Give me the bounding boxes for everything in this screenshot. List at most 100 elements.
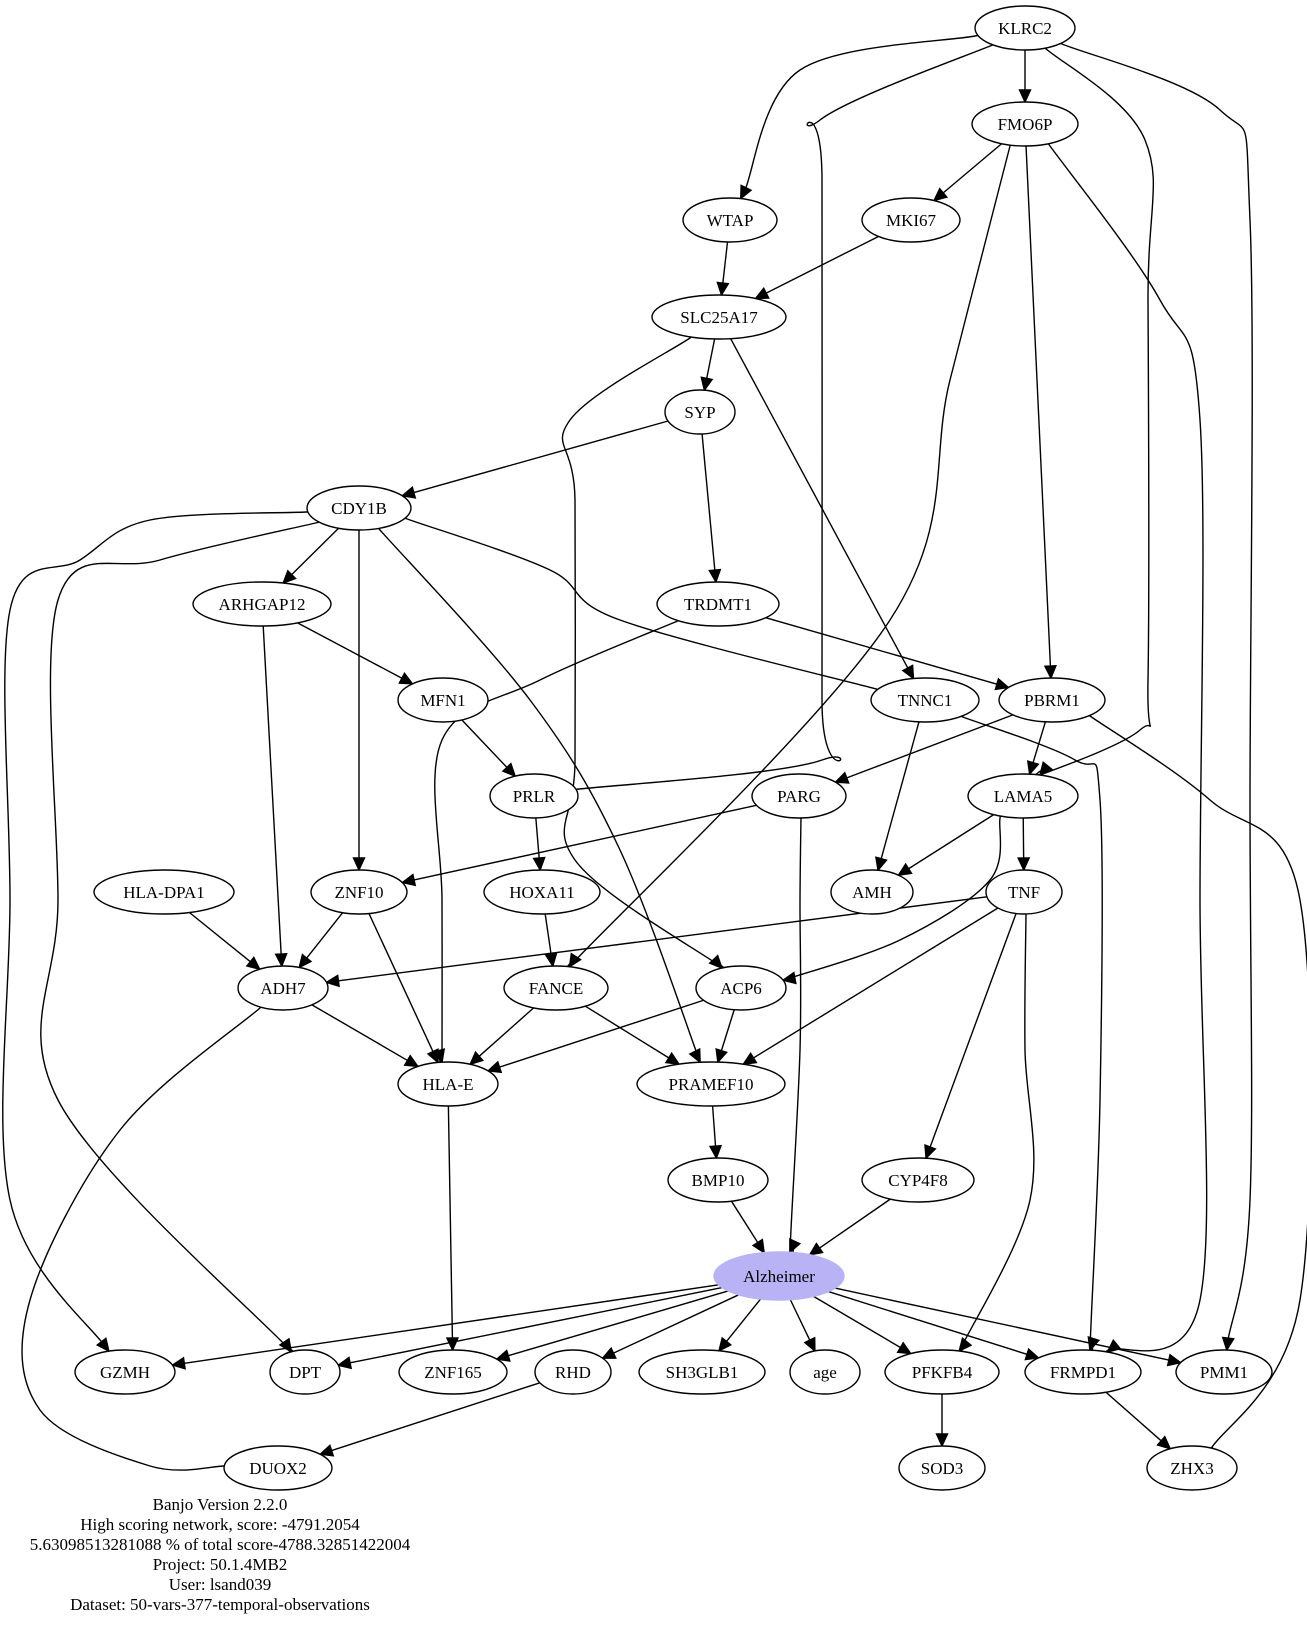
- node-ellipse: [638, 1349, 766, 1395]
- node-acp6: ACP6: [695, 965, 787, 1011]
- edge-klrc2-to-pmm1: [1049, 38, 1253, 1352]
- node-label: KLRC2: [998, 19, 1052, 38]
- arrowhead: [896, 1341, 913, 1355]
- node-parg: PARG: [751, 773, 847, 819]
- edge-line: [2, 510, 319, 1360]
- edge-line: [942, 143, 1003, 194]
- edge-line: [311, 1004, 408, 1062]
- node-ellipse: [713, 1251, 845, 1301]
- node-pramef10: PRAMEF10: [636, 1061, 786, 1107]
- node-adh7: ADH7: [237, 965, 329, 1011]
- node-ellipse: [682, 197, 778, 243]
- node-label: MKI67: [886, 211, 937, 230]
- edge-frmpd1-to-zhx3: [1105, 1391, 1172, 1450]
- node-ellipse: [1024, 1349, 1142, 1395]
- node-alzheimer: Alzheimer: [713, 1251, 845, 1301]
- edge-line: [297, 622, 403, 679]
- edge-line: [368, 913, 434, 1052]
- node-ellipse: [74, 1349, 176, 1395]
- arrowhead: [897, 862, 913, 877]
- node-age: age: [789, 1349, 861, 1395]
- arrowhead: [1106, 1338, 1122, 1354]
- node-gzmh: GZMH: [74, 1349, 176, 1395]
- node-hoxa11: HOXA11: [483, 869, 601, 915]
- arrowhead: [1017, 857, 1031, 872]
- node-label: FMO6P: [998, 115, 1053, 134]
- node-trdmt1: TRDMT1: [656, 581, 780, 627]
- arrowhead: [700, 376, 714, 392]
- edge-alzheimer-to-dpt: [336, 1286, 723, 1370]
- edge-line: [819, 1198, 891, 1249]
- arrowhead: [601, 1346, 617, 1359]
- edge-line: [1033, 40, 1155, 778]
- node-ellipse: [269, 1349, 341, 1395]
- node-ellipse: [751, 773, 847, 819]
- node-ellipse: [667, 1157, 769, 1203]
- arrowhead: [751, 1238, 766, 1255]
- node-label: Alzheimer: [743, 1267, 815, 1286]
- edge-fmo6p-to-frmpd1: [1040, 133, 1208, 1354]
- edge-slc25a17-to-tnnc1: [730, 338, 915, 680]
- edge-klrc2-to-lama5: [1033, 40, 1155, 778]
- banjo-caption: Banjo Version 2.2.0 High scoring network…: [0, 1495, 440, 1615]
- node-hla-e: HLA-E: [397, 1061, 499, 1107]
- edge-line: [789, 1299, 811, 1341]
- edge-line: [908, 814, 995, 870]
- edge-parg-to-znf10: [400, 804, 757, 887]
- node-ellipse: [789, 1349, 861, 1395]
- edge-cdy1b-to-dpt: [40, 518, 333, 1367]
- edge-line: [184, 1284, 719, 1364]
- node-hla-dpa1: HLA-DPA1: [93, 869, 235, 915]
- node-label: MFN1: [420, 691, 465, 710]
- edge-fance-to-hla-e: [468, 1007, 535, 1066]
- node-label: PRLR: [513, 787, 556, 806]
- arrowhead: [708, 568, 722, 584]
- node-ellipse: [306, 485, 412, 531]
- node-label: SH3GLB1: [666, 1363, 739, 1382]
- node-ellipse: [1146, 1445, 1238, 1491]
- node-label: PFKFB4: [912, 1363, 973, 1382]
- arrowhead: [708, 954, 724, 970]
- edge-line: [547, 127, 1016, 990]
- arrowhead: [352, 857, 366, 872]
- arrowhead: [932, 187, 949, 202]
- edge-alzheimer-to-frmpd1: [828, 1290, 1041, 1361]
- edge-hla-e-to-znf165: [445, 1105, 459, 1352]
- arrowhead: [324, 974, 340, 988]
- edge-bmp10-to-alzheimer: [730, 1200, 766, 1255]
- edge-layer: [2, 32, 1307, 1474]
- edge-line: [1032, 721, 1047, 763]
- arrowhead: [754, 286, 770, 300]
- arrowhead: [715, 1048, 728, 1064]
- node-ellipse: [1175, 1349, 1273, 1395]
- node-duox2: DUOX2: [223, 1445, 333, 1491]
- edge-line: [1080, 709, 1307, 1464]
- caption-dataset: Dataset: 50-vars-377-temporal-observatio…: [70, 1595, 370, 1614]
- edge-line: [722, 241, 729, 284]
- edge-line: [720, 1009, 735, 1051]
- node-label: FANCE: [529, 979, 583, 998]
- edge-klrc2-to-wtap: [739, 32, 990, 201]
- edge-line: [262, 625, 282, 955]
- node-pmm1: PMM1: [1175, 1349, 1273, 1395]
- edge-alzheimer-to-gzmh: [170, 1284, 719, 1370]
- edge-cyp4f8-to-alzheimer: [808, 1198, 891, 1256]
- node-wtap: WTAP: [682, 197, 778, 243]
- node-lama5: LAMA5: [967, 773, 1079, 819]
- edge-line: [846, 714, 1014, 779]
- arrowhead: [708, 1144, 723, 1160]
- edge-line: [1025, 145, 1052, 667]
- edge-line: [765, 617, 998, 685]
- arrowhead: [781, 971, 797, 985]
- arrowhead: [403, 1054, 420, 1068]
- node-ellipse: [656, 581, 780, 627]
- edge-line: [349, 1286, 723, 1364]
- edge-line: [701, 433, 716, 571]
- edge-adh7-to-hla-e: [311, 1004, 420, 1068]
- arrowhead: [568, 952, 582, 969]
- edge-wtap-to-slc25a17: [716, 241, 730, 297]
- arrowhead: [717, 1336, 733, 1353]
- arrowhead: [281, 569, 297, 585]
